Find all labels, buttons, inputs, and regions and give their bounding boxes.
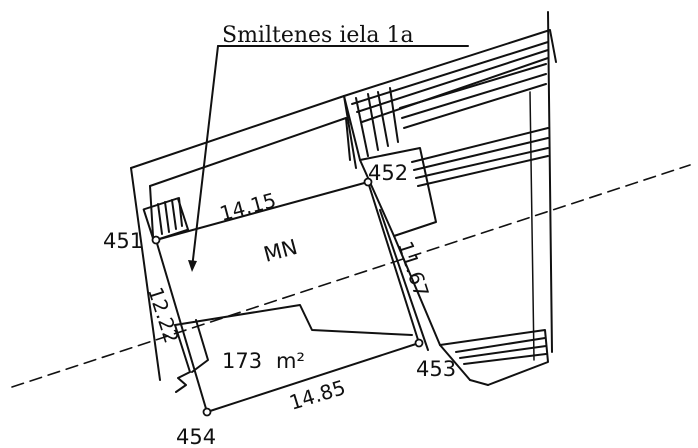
parcel-boundary xyxy=(155,181,420,413)
area-label: 173 m² xyxy=(222,349,305,373)
lower-building-outline xyxy=(174,304,413,336)
vertex-452 xyxy=(363,177,373,187)
street-label-leader xyxy=(191,45,219,269)
middle-building xyxy=(359,147,441,351)
building-wall-left-inner xyxy=(149,185,154,237)
right-hatched-structure xyxy=(343,11,557,386)
dimension-label-14-85: 14.85 xyxy=(286,375,348,415)
vertex-454 xyxy=(202,407,212,417)
point-label-453: 453 xyxy=(416,357,456,381)
leader-arrowhead xyxy=(188,260,197,272)
dashed-boundary-line xyxy=(11,164,691,388)
vertex-451 xyxy=(151,235,161,245)
building-wall-left xyxy=(130,167,161,381)
point-label-452: 452 xyxy=(368,161,408,185)
point-label-451: 451 xyxy=(103,229,143,253)
zone-label: MN xyxy=(261,235,300,267)
vertex-453 xyxy=(414,338,424,348)
dimension-label-14-15: 14.15 xyxy=(217,188,279,226)
building-outline-left-inner xyxy=(149,117,351,187)
point-label-454: 454 xyxy=(176,425,216,448)
area-value: 173 xyxy=(222,349,262,373)
building-outline-left xyxy=(130,95,357,169)
street-label: Smiltenes iela 1a xyxy=(222,23,414,48)
lower-building-wall xyxy=(191,319,209,373)
area-unit: m² xyxy=(276,349,305,373)
lower-building-steps xyxy=(174,324,191,393)
